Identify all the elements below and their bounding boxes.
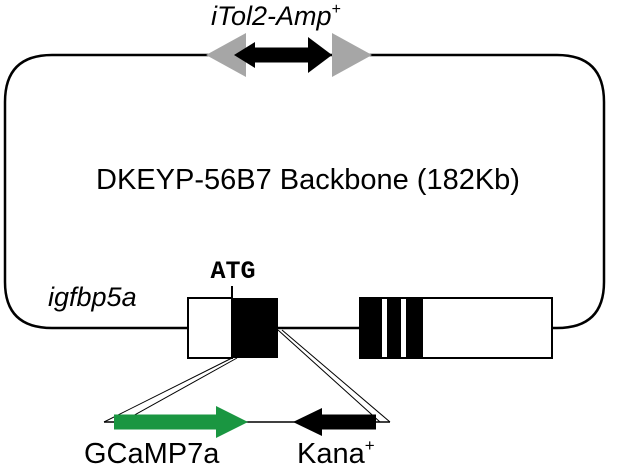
kana-arrow-head bbox=[293, 408, 322, 436]
exon-4-box bbox=[406, 298, 422, 358]
amp-arrow-left-head bbox=[234, 42, 255, 68]
utr-3prime-box bbox=[421, 297, 553, 359]
insert-line-4 bbox=[281, 329, 391, 423]
tol2-left-arm bbox=[206, 33, 246, 77]
exon-1-box bbox=[232, 298, 278, 358]
gcamp-label: GCaMP7a bbox=[84, 438, 220, 468]
exon-2-box bbox=[360, 298, 382, 358]
amp-arrow-right-head bbox=[308, 37, 332, 73]
insert-line-2 bbox=[121, 357, 238, 423]
insert-line-1 bbox=[103, 357, 233, 423]
gene-name-label: igfbp5a bbox=[48, 282, 137, 312]
insert-line-3 bbox=[277, 329, 381, 423]
itol2-amp-label: iTol2-Amp+ bbox=[211, 1, 341, 31]
start-codon-label: ATG bbox=[210, 257, 255, 286]
exon-cluster-outline bbox=[359, 297, 553, 359]
utr-5prime-box bbox=[187, 297, 233, 359]
kana-label: Kana+ bbox=[297, 436, 375, 468]
exon-3-box bbox=[387, 298, 401, 358]
tol2-right-arm bbox=[332, 33, 372, 77]
backbone-label: DKEYP-56B7 Backbone (182Kb) bbox=[96, 164, 520, 196]
gcamp-arrow-head bbox=[216, 406, 248, 438]
